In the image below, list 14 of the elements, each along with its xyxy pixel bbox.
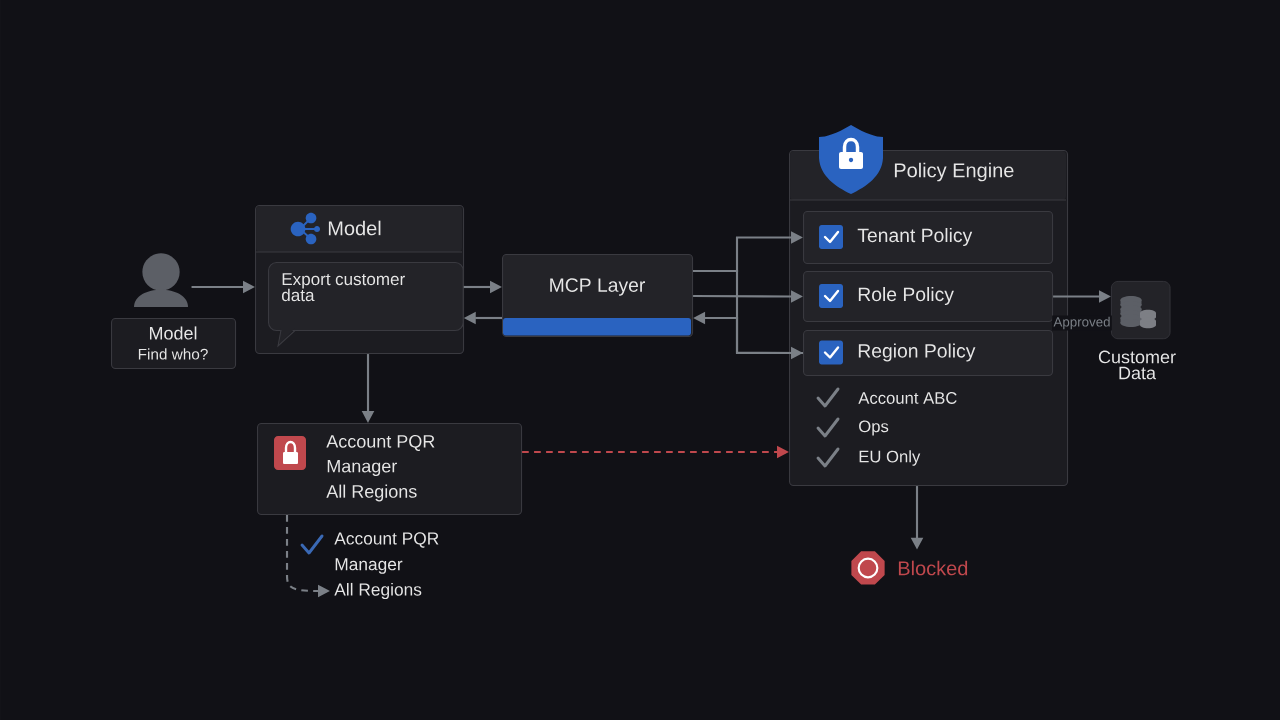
label-box: Model Find who? — [111, 318, 237, 370]
edge-label: Approved — [1052, 315, 1112, 331]
account-box: Account PQR Manager All Regions — [257, 423, 523, 516]
policy-box: Tenant Policy — [803, 211, 1054, 265]
attribute-list: Account PQR Manager All Regions — [300, 532, 439, 600]
person-icon — [134, 253, 188, 307]
policy-box: Region Policy — [803, 330, 1054, 377]
policy-box: Role Policy — [803, 271, 1054, 323]
checklist-item: Account ABC — [858, 392, 957, 404]
speech-bubble: Export customer data — [268, 262, 464, 348]
checklist-item: EU Only — [859, 450, 921, 466]
layer-box: MCP Layer — [502, 254, 694, 338]
checklist-item: Ops — [859, 420, 889, 436]
blocked-status: Blocked — [851, 551, 968, 585]
